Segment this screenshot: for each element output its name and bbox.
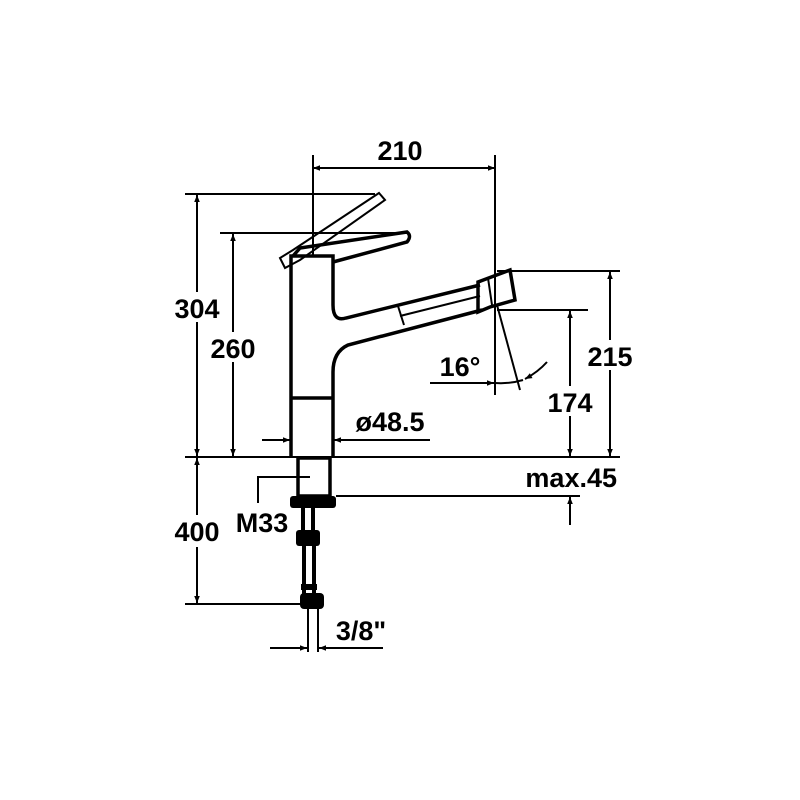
mounting-shank: [290, 456, 336, 652]
thread-callout: M33: [236, 476, 310, 538]
dim-reach: 210: [312, 136, 496, 395]
dim-height-closed: 260: [208, 232, 408, 456]
dim-label-16deg: 16°: [440, 352, 481, 382]
dim-connection: 3/8": [270, 616, 386, 651]
dim-label-174: 174: [547, 388, 592, 418]
dim-hose-length: 400: [172, 458, 305, 605]
dim-label-215: 215: [587, 342, 632, 372]
label-m33: M33: [236, 508, 289, 538]
dim-deck-thickness: max.45: [336, 463, 617, 525]
dim-label-210: 210: [377, 136, 422, 166]
dim-height-open: 304: [172, 193, 375, 456]
dim-outlet-height: 174: [497, 309, 595, 456]
dim-spout-height: 215: [497, 270, 635, 456]
dim-body-diameter: ø48.5: [262, 407, 430, 443]
dim-label-diameter: ø48.5: [355, 407, 424, 437]
dim-label-3-8: 3/8": [336, 616, 386, 646]
dim-label-400: 400: [174, 517, 219, 547]
dim-label-304: 304: [174, 294, 219, 324]
dim-spray-angle: 16°: [430, 304, 548, 391]
dim-label-260: 260: [210, 334, 255, 364]
dim-label-max45: max.45: [525, 463, 617, 493]
